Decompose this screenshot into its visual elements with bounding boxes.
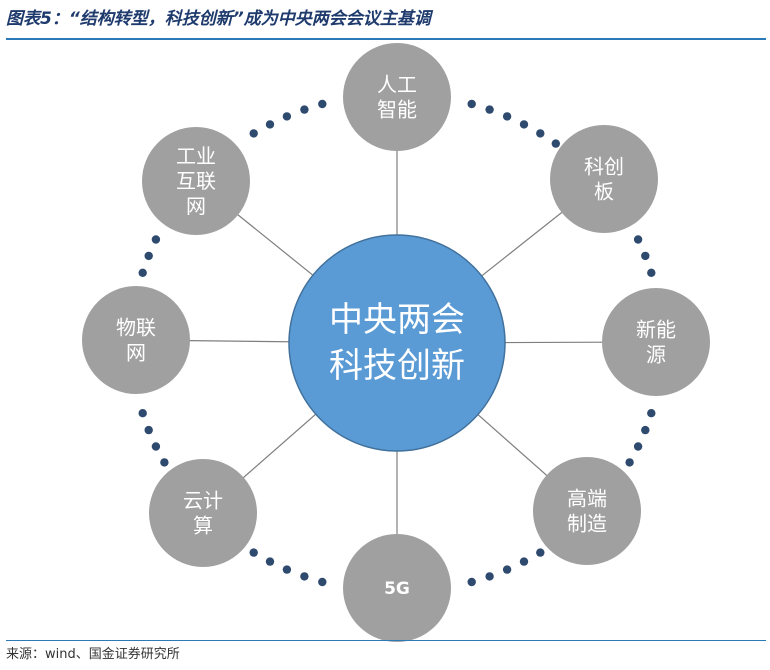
source-note: 来源：wind、国金证券研究所 <box>6 647 180 662</box>
ring-dot <box>467 99 476 109</box>
ring-dot <box>647 409 656 418</box>
node-label: 科创 <box>584 155 624 179</box>
node-label: 网 <box>186 194 206 218</box>
ring-dot <box>467 577 476 587</box>
node-label: 算 <box>193 514 213 538</box>
ring-dot <box>633 442 643 451</box>
ring-dot <box>485 572 494 581</box>
dotted-ring <box>138 99 656 587</box>
ring-dot <box>502 565 512 574</box>
ring-dot <box>265 120 275 129</box>
ring-dot <box>641 251 650 261</box>
node-label: 高端 <box>567 487 607 511</box>
ring-dot <box>138 268 147 277</box>
ring-dot <box>300 105 309 114</box>
ring-dot <box>318 577 327 587</box>
node-circle <box>550 125 658 233</box>
node-iot: 物联网 <box>82 286 190 394</box>
ring-dot <box>282 112 292 121</box>
ring-dot <box>151 235 161 244</box>
ring-dot <box>536 548 545 557</box>
node-label: 源 <box>646 343 666 367</box>
ring-dot <box>625 458 634 467</box>
node-label: 板 <box>594 180 614 204</box>
node-label: 5G <box>384 579 410 599</box>
ring-dot <box>536 129 545 138</box>
node-label: 互联 <box>176 169 216 193</box>
ring-dot <box>300 572 309 581</box>
node-label: 人工 <box>377 73 417 97</box>
source-rule <box>6 640 766 641</box>
ring-dot <box>633 235 643 244</box>
ring-dot <box>502 112 512 121</box>
ring-dot <box>647 268 656 277</box>
node-label: 网 <box>126 341 146 365</box>
node-circle <box>533 457 641 565</box>
node-label: 工业 <box>176 144 216 168</box>
ring-dot <box>551 139 560 148</box>
node-label: 新能 <box>636 318 676 342</box>
ring-dot <box>485 105 494 114</box>
node-circle <box>602 288 710 396</box>
ring-dot <box>249 129 258 138</box>
ring-dot <box>641 425 650 435</box>
figure-title: 图表5：“结构转型，科技创新”成为中央两会会议主基调 <box>6 9 431 29</box>
node-label: 制造 <box>567 512 607 536</box>
ring-dot <box>265 557 275 566</box>
node-cloud: 云计算 <box>149 459 257 567</box>
ring-dot <box>160 458 169 467</box>
title-rule <box>6 38 766 40</box>
ring-dot <box>144 251 153 261</box>
node-5g: 5G <box>343 534 451 642</box>
ring-dot <box>519 557 529 566</box>
node-new-energy: 新能源 <box>602 288 710 396</box>
hub-circle <box>288 234 506 452</box>
node-circle <box>149 459 257 567</box>
node-label: 智能 <box>377 98 417 122</box>
node-circle <box>343 534 451 642</box>
node-circle <box>142 127 250 235</box>
hub-label: 科技创新 <box>329 346 465 386</box>
node-star-market: 科创板 <box>550 125 658 233</box>
ring-dot <box>519 120 529 129</box>
node-label: 物联 <box>116 316 156 340</box>
node-label: 云计 <box>183 489 223 513</box>
ring-dot <box>318 99 327 109</box>
ring-dot <box>282 565 292 574</box>
node-circle <box>82 286 190 394</box>
ring-dot <box>151 442 161 451</box>
ring-dot <box>144 425 153 435</box>
ring-dot <box>249 548 258 557</box>
ring-dot <box>138 409 147 418</box>
node-circle <box>343 43 451 151</box>
hub-label: 中央两会 <box>329 300 465 340</box>
